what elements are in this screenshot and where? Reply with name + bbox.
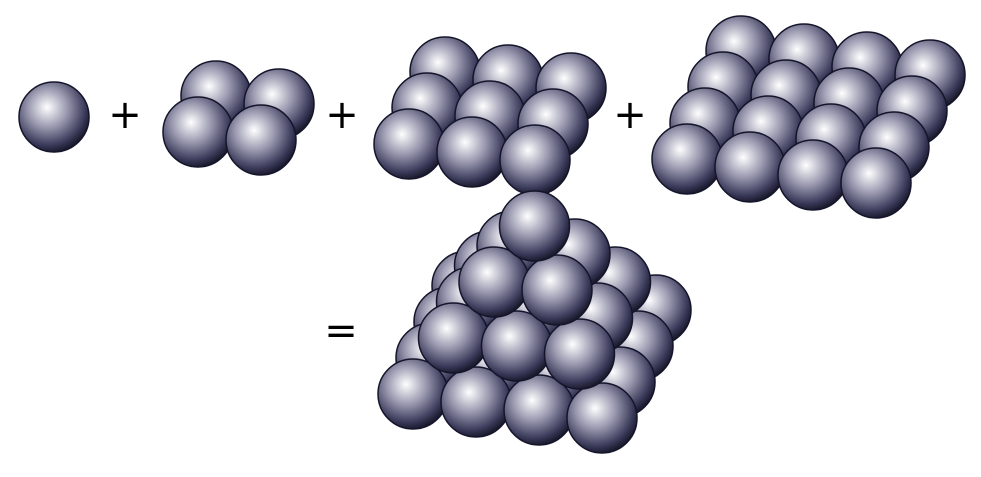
layer-2x2-sphere xyxy=(162,96,234,168)
layer-2x2-sphere xyxy=(225,104,297,176)
layer-4x4-sphere xyxy=(777,139,849,211)
square-pyramid-stack-sphere xyxy=(543,318,616,390)
square-pyramid-stack-sphere xyxy=(498,190,571,262)
plus-sign-2: + xyxy=(325,92,359,138)
layer-4x4-sphere xyxy=(714,131,786,203)
layer-3x3-sphere xyxy=(373,108,445,180)
equals-sign: = xyxy=(324,308,358,354)
square-pyramid-stack-sphere xyxy=(521,254,593,326)
plus-sign-3: + xyxy=(613,92,647,138)
layer-1x1-sphere xyxy=(18,81,90,153)
layer-4x4-sphere xyxy=(651,123,723,195)
spheres xyxy=(18,15,966,454)
layer-3x3-sphere xyxy=(436,116,508,188)
plus-sign-1: + xyxy=(108,92,142,138)
layer-4x4-sphere xyxy=(840,147,912,219)
layer-3x3-sphere xyxy=(499,124,571,196)
square-pyramid-stack-sphere xyxy=(566,382,638,454)
